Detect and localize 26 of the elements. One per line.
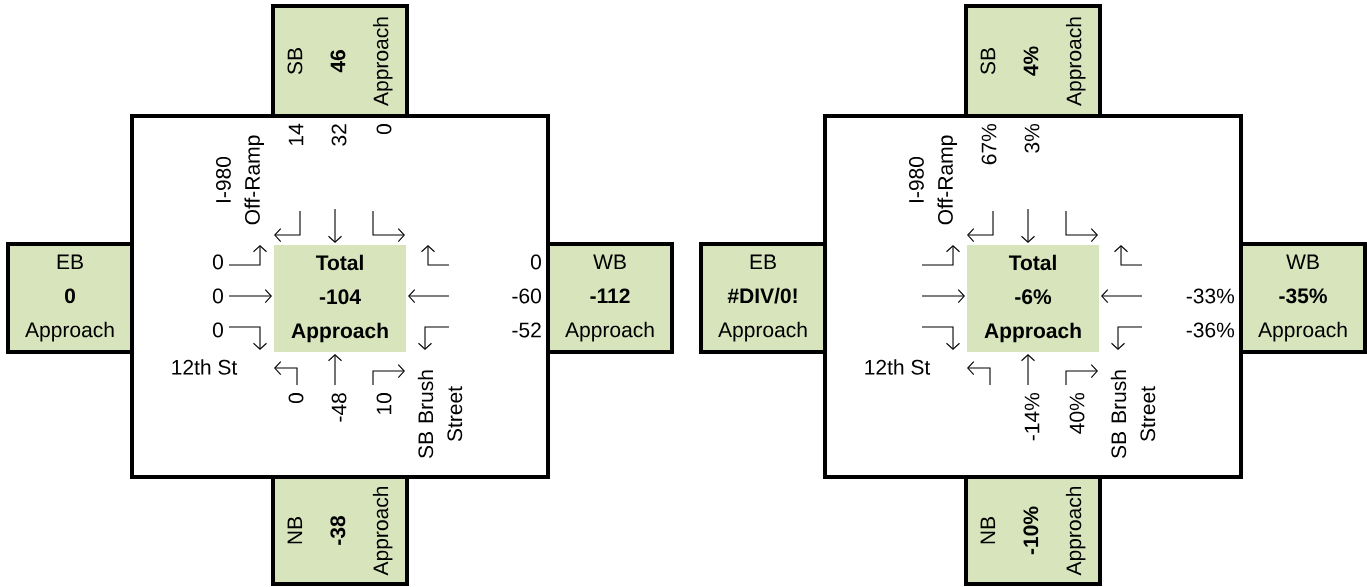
approach-box: NB -10% Approach	[964, 475, 1102, 586]
approach-box: SB 46 Approach	[271, 4, 409, 118]
street-name: I-980 Off-Ramp	[909, 135, 958, 225]
total-box: Total -6% Approach	[967, 245, 1099, 352]
approach-box: SB 4% Approach	[964, 4, 1102, 118]
movement-volume: 0	[212, 322, 223, 338]
intersection-box	[823, 114, 1243, 479]
movement-volume: 40%	[1069, 392, 1085, 434]
total-box: Total -104 Approach	[274, 245, 406, 352]
street-name: SB Brush Street	[1110, 370, 1156, 458]
movement-volume: 0	[212, 288, 223, 304]
movement-volume: -14%	[1024, 392, 1040, 441]
movement-volume: 0	[212, 254, 223, 270]
approach-box: WB -35% Approach	[1239, 242, 1367, 354]
street-name: 12th St	[865, 359, 931, 375]
movement-volume: 10	[376, 393, 392, 414]
street-name: SB Brush Street	[417, 370, 463, 458]
movement-volume: 0	[288, 393, 304, 404]
movement-volume: -48	[331, 393, 347, 422]
street-name: 12th St	[172, 359, 238, 375]
intersection-box	[130, 114, 550, 479]
approach-box: EB #DIV/0! Approach	[699, 242, 827, 354]
approach-box: WB -112 Approach	[546, 242, 674, 354]
street-name: I-980 Off-Ramp	[216, 135, 264, 225]
approach-box: NB -38 Approach	[271, 475, 409, 586]
approach-box: EB 0 Approach	[6, 242, 134, 354]
